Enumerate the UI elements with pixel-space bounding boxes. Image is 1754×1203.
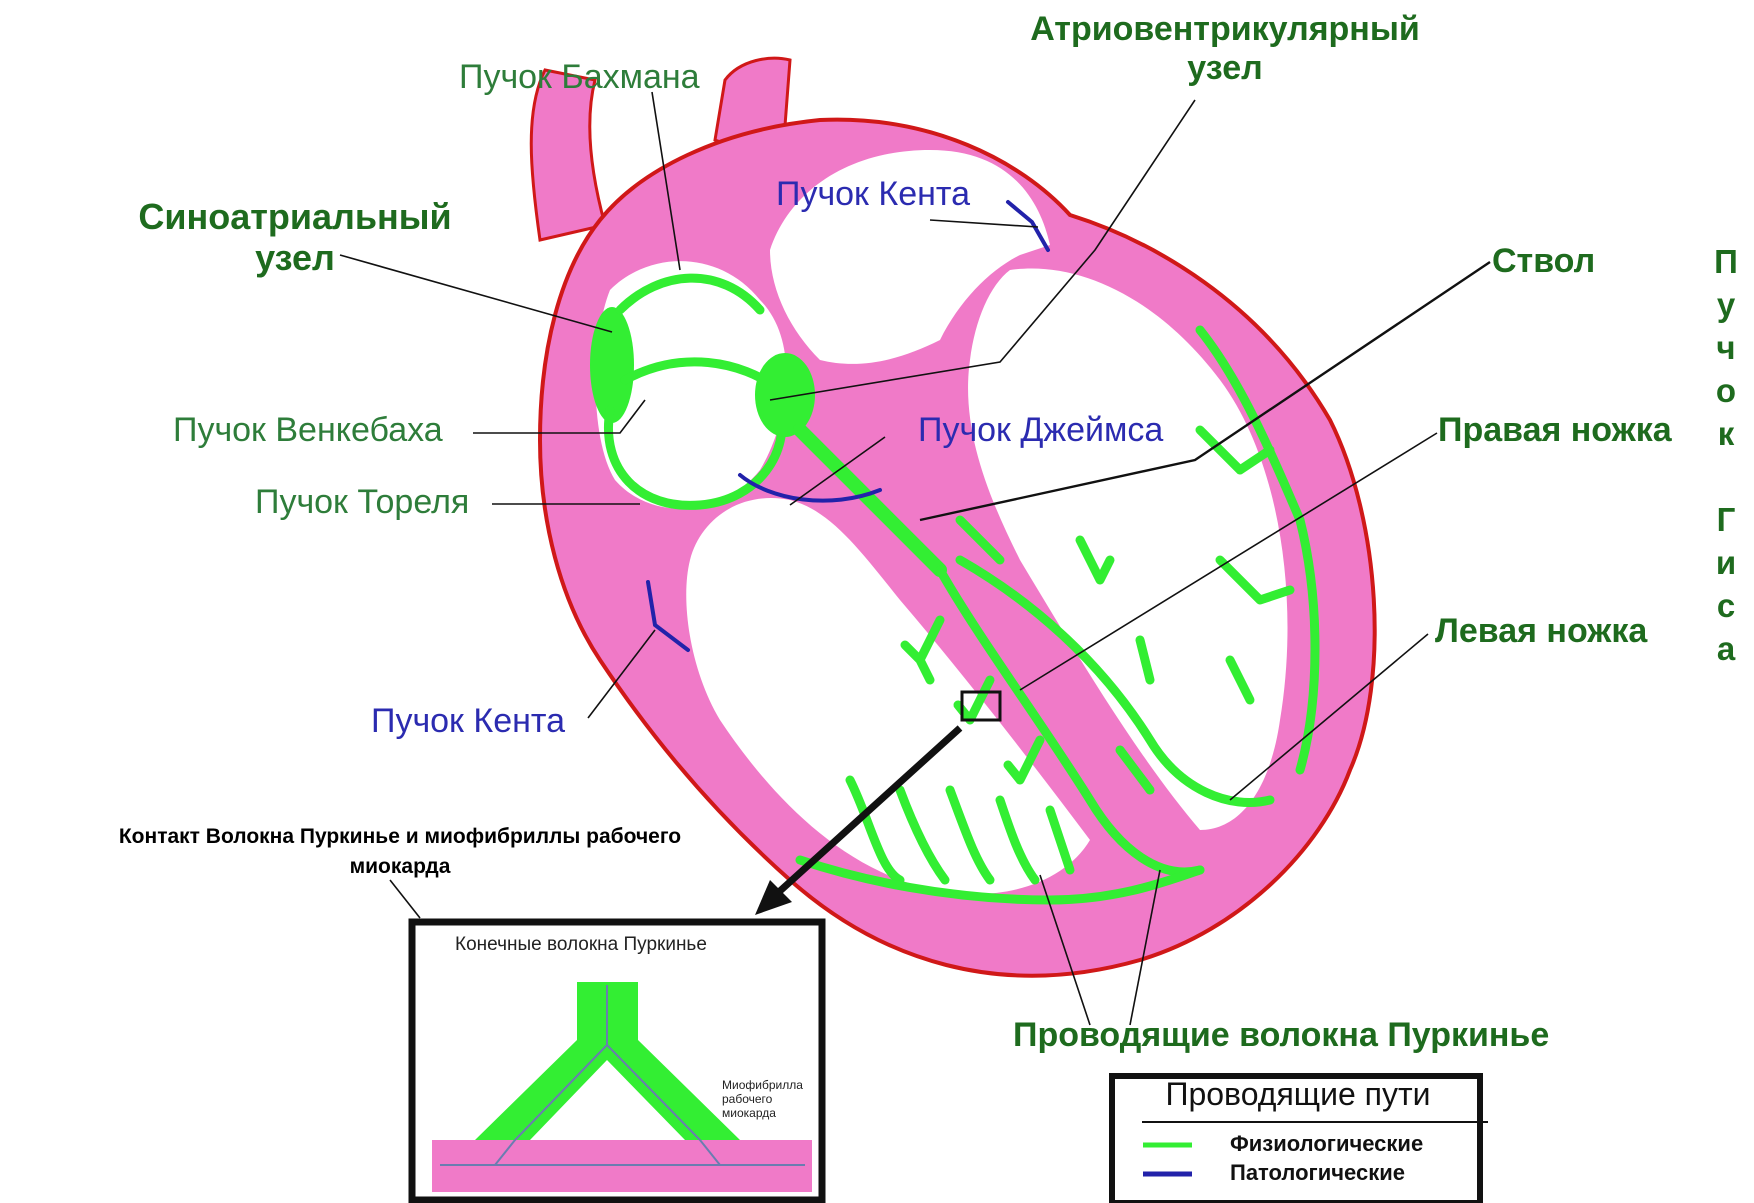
inset-title-line2: миокарда: [0, 852, 800, 882]
label-his-bundle-vertical: П у ч о к Г и с а: [1706, 240, 1746, 670]
his-letter: и: [1706, 541, 1746, 584]
inset-myofibril-line2: рабочего: [722, 1092, 792, 1106]
label-sa-node-line2: узел: [130, 237, 460, 278]
label-av-node-line2: узел: [1025, 49, 1425, 88]
his-letter: Г: [1706, 498, 1746, 541]
label-james-bundle: Пучок Джеймса: [918, 411, 1163, 450]
label-kent-bundle-bottom: Пучок Кента: [371, 702, 565, 741]
his-letter: а: [1706, 627, 1746, 670]
his-letter: о: [1706, 369, 1746, 412]
label-sa-node-line1: Синоатриальный: [130, 196, 460, 237]
inset-terminal-fibers-label: Конечные волокна Пуркинье: [455, 934, 707, 956]
label-av-node: Атриовентрикулярный узел: [1025, 10, 1425, 88]
inset-myofibril-line1: Миофибрилла: [722, 1078, 792, 1092]
inset-title-line1: Контакт Волокна Пуркинье и миофибриллы р…: [0, 822, 800, 852]
av-node: [755, 353, 815, 437]
his-letter: П: [1706, 240, 1746, 283]
his-letter: с: [1706, 584, 1746, 627]
label-wenckebach-bundle: Пучок Венкебаха: [173, 411, 443, 450]
label-left-bundle-branch: Левая ножка: [1435, 612, 1647, 651]
inset-title: Контакт Волокна Пуркинье и миофибриллы р…: [0, 822, 800, 882]
label-thorel-bundle: Пучок Тореля: [255, 483, 469, 522]
his-letter: [1706, 455, 1746, 498]
legend-title: Проводящие пути: [1108, 1076, 1488, 1113]
inset-myofibril-label: Миофибрилла рабочего миокарда: [722, 1078, 792, 1120]
legend-item-physiological: Физиологические: [1230, 1131, 1423, 1157]
label-right-bundle-branch: Правая ножка: [1438, 411, 1672, 450]
his-letter: ч: [1706, 326, 1746, 369]
sa-node: [590, 307, 634, 423]
inset-myofibril-line3: миокарда: [722, 1106, 792, 1120]
label-sa-node: Синоатриальный узел: [130, 196, 460, 279]
his-letter: к: [1706, 412, 1746, 455]
label-kent-bundle-top: Пучок Кента: [776, 175, 970, 214]
legend-item-pathological: Патологические: [1230, 1160, 1405, 1186]
label-bachmann-bundle: Пучок Бахмана: [459, 58, 700, 97]
inset-panel: [412, 922, 822, 1200]
label-purkinje-fibers: Проводящие волокна Пуркинье: [1013, 1016, 1549, 1055]
label-trunk: Ствол: [1492, 242, 1595, 281]
label-av-node-line1: Атриовентрикулярный: [1025, 10, 1425, 49]
his-letter: у: [1706, 283, 1746, 326]
